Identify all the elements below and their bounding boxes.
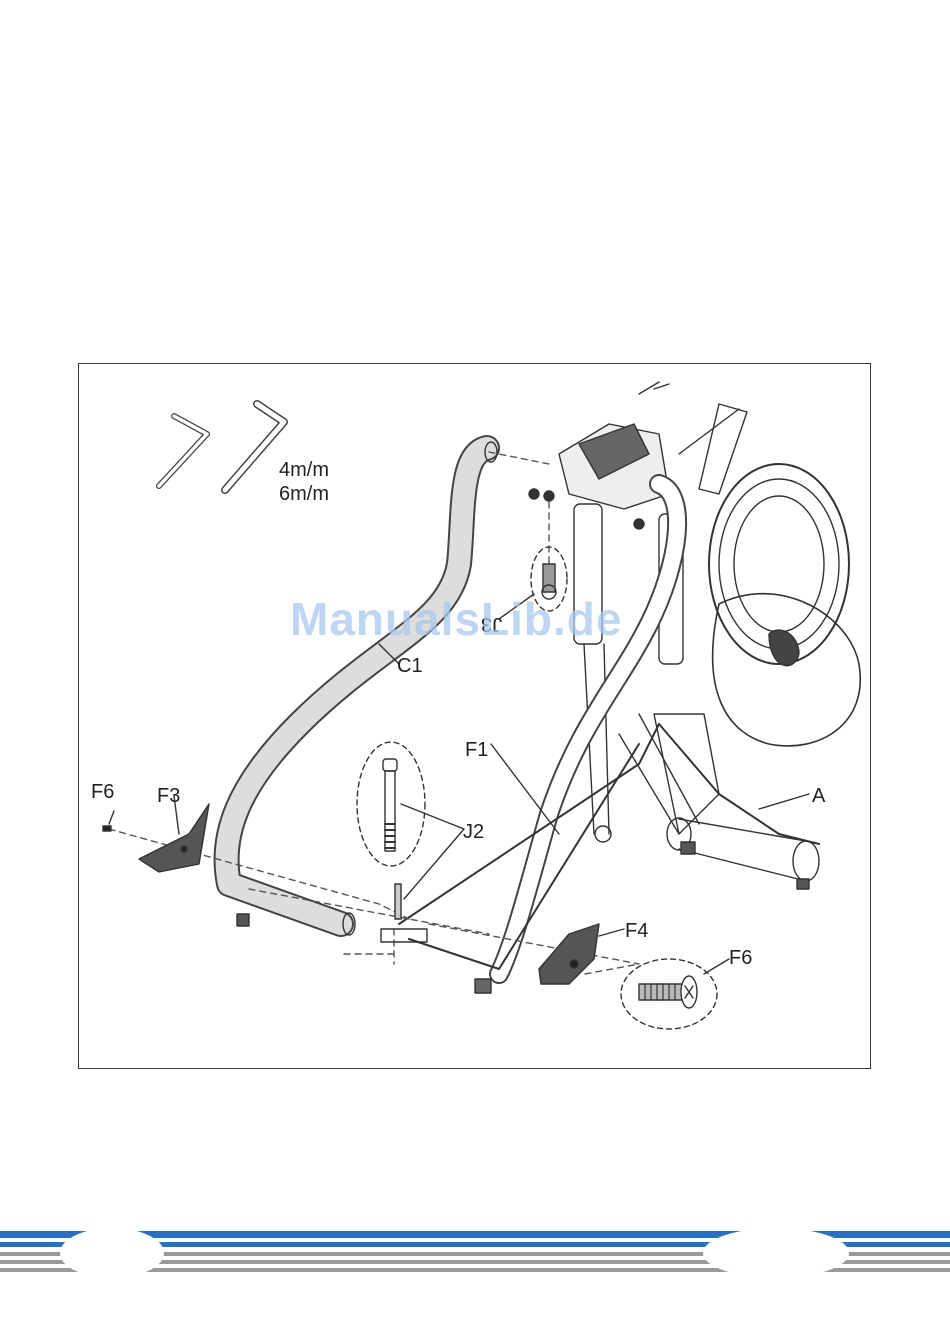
allen-key-6mm-icon — [225, 404, 284, 490]
end-cap-f4-icon — [539, 924, 599, 984]
tool-size-label-6mm: 6m/m — [279, 484, 329, 504]
assembly-diagram-frame: 4m/m 6m/m C1 J3 F1 A F6 F3 J2 F4 F6 — [78, 363, 871, 1069]
part-label-f6-left: F6 — [91, 782, 114, 802]
part-label-f4: F4 — [625, 921, 648, 941]
watermark: ManualsLib.de — [290, 592, 622, 646]
part-label-f1: F1 — [465, 740, 488, 760]
handlebar-c1 — [227, 442, 497, 935]
tool-size-label-4mm: 4m/m — [279, 460, 329, 480]
part-label-c1: C1 — [397, 656, 423, 676]
footer-stripes — [0, 1225, 950, 1344]
elliptical-frame-a — [619, 464, 860, 889]
part-label-f6-right: F6 — [729, 948, 752, 968]
part-label-j2: J2 — [463, 822, 484, 842]
part-label-a: A — [812, 786, 825, 806]
front-leg-f1 — [399, 484, 677, 993]
end-cap-f3-icon — [103, 804, 209, 872]
assembly-diagram — [79, 364, 872, 1070]
screw-f6-detail-icon — [621, 959, 717, 1029]
footer-oval-right — [703, 1228, 849, 1278]
allen-key-4mm-icon — [159, 416, 207, 486]
part-label-f3: F3 — [157, 786, 180, 806]
footer-oval-left — [60, 1228, 164, 1278]
